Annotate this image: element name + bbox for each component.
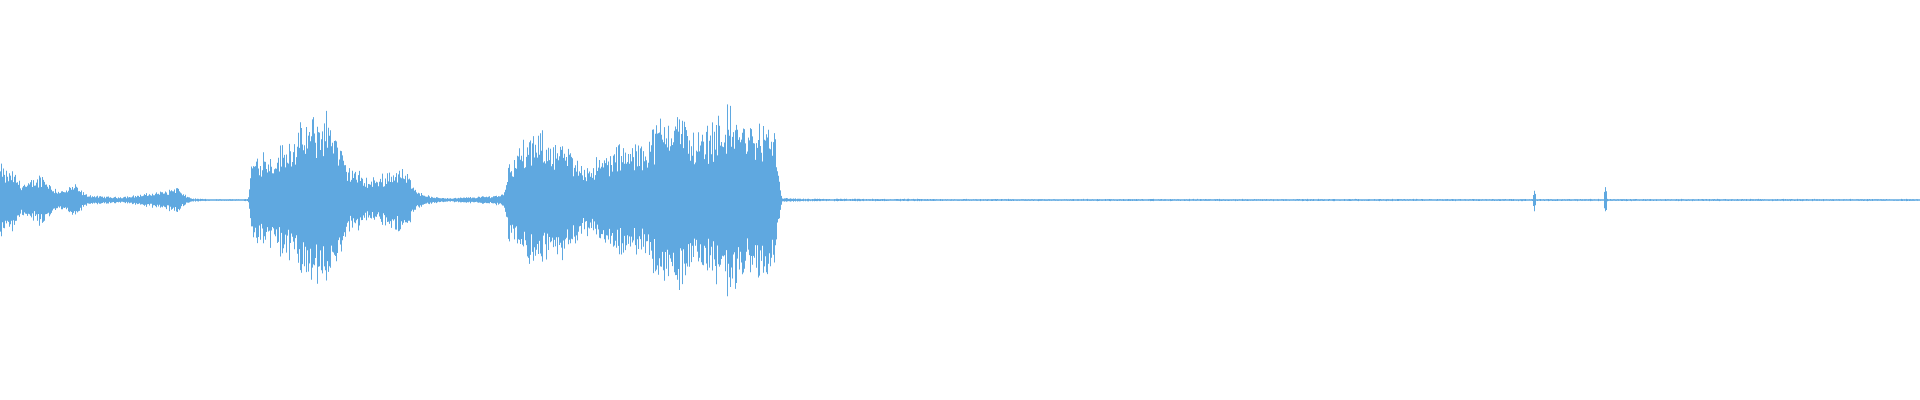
waveform-samples (0, 104, 1920, 297)
